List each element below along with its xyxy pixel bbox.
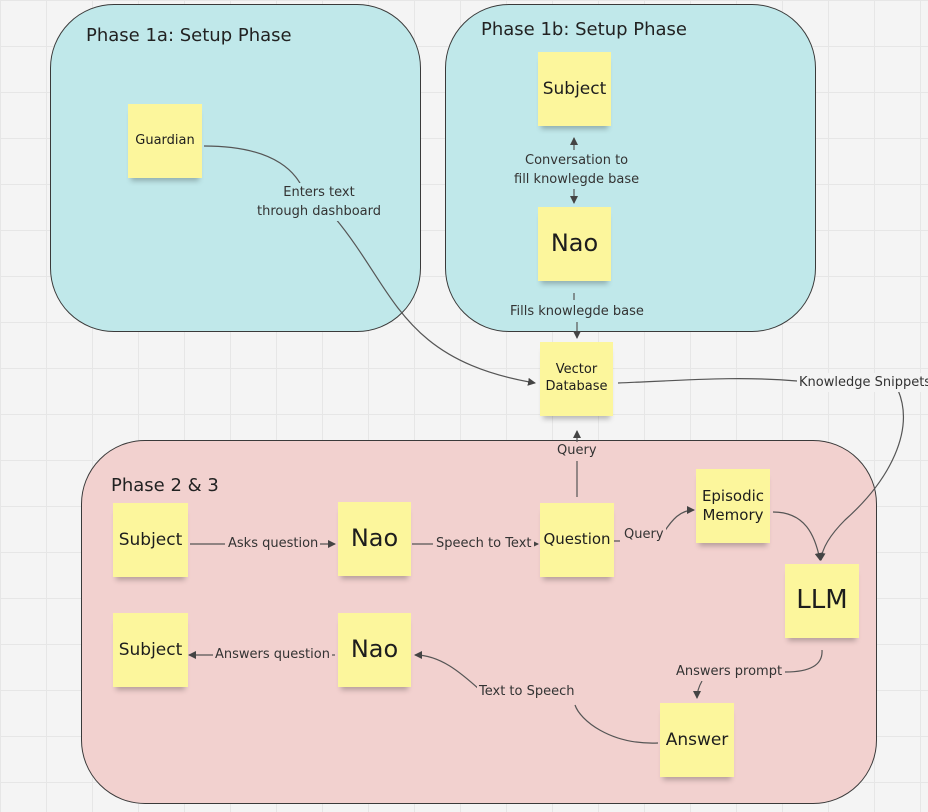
note-nao-answer[interactable]: Nao	[338, 613, 411, 687]
edge-llm-answers-prompt	[697, 649, 823, 698]
label-query-episodic: Query	[622, 525, 666, 544]
phase-1a-title: Phase 1a: Setup Phase	[86, 25, 292, 46]
label-text-to-speech: Text to Speech	[477, 682, 577, 701]
note-answer[interactable]: Answer	[660, 703, 734, 777]
edge-episodic-to-llm	[772, 511, 823, 561]
edge-question-to-episodic	[614, 510, 694, 542]
vector-db-line2: Database	[545, 379, 608, 394]
note-guardian[interactable]: Guardian	[128, 104, 202, 178]
edge-vector-db-to-llm	[617, 378, 904, 560]
phase-1b-title: Phase 1b: Setup Phase	[481, 19, 687, 40]
label-speech-to-text: Speech to Text	[434, 534, 534, 553]
edge-answer-to-nao	[415, 655, 659, 744]
label-conversation-line2: fill knowlegde base	[514, 172, 640, 187]
note-subject-phase1b[interactable]: Subject	[538, 52, 611, 126]
note-question[interactable]: Question	[540, 503, 614, 577]
note-vector-database[interactable]: Vector Database	[540, 342, 613, 416]
note-nao-asks[interactable]: Nao	[338, 502, 411, 576]
label-enters-text: Enters text through dashboard	[255, 183, 383, 221]
label-answers-prompt: Answers prompt	[674, 662, 785, 681]
frame-phase-1a[interactable]	[50, 4, 421, 332]
episodic-line1: Episodic	[701, 486, 765, 505]
note-episodic-memory[interactable]: Episodic Memory	[696, 469, 770, 543]
edge-guardian-to-vector-db	[203, 145, 535, 383]
label-enters-text-line2: through dashboard	[257, 204, 381, 219]
label-conversation-line1: Conversation to	[525, 153, 629, 168]
label-answers-question: Answers question	[213, 645, 332, 664]
phase-2-3-title: Phase 2 & 3	[111, 475, 219, 496]
note-llm[interactable]: LLM	[785, 564, 859, 638]
label-query-up: Query	[557, 443, 597, 458]
edge-nao-fills-vector-db	[574, 293, 577, 338]
note-nao-phase1b[interactable]: Nao	[538, 207, 611, 281]
vector-db-line1: Vector	[555, 362, 598, 378]
note-subject-answer[interactable]: Subject	[113, 613, 188, 687]
label-asks-question: Asks question	[226, 534, 321, 553]
episodic-line2: Memory	[702, 506, 764, 524]
note-subject-asks[interactable]: Subject	[113, 503, 188, 577]
label-knowledge-snippets: Knowledge Snippets	[797, 373, 928, 392]
label-fills-knowledge-base: Fills knowlegde base	[510, 304, 644, 319]
label-conversation: Conversation to fill knowlegde base	[512, 151, 642, 189]
label-enters-text-line1: Enters text	[283, 185, 355, 200]
